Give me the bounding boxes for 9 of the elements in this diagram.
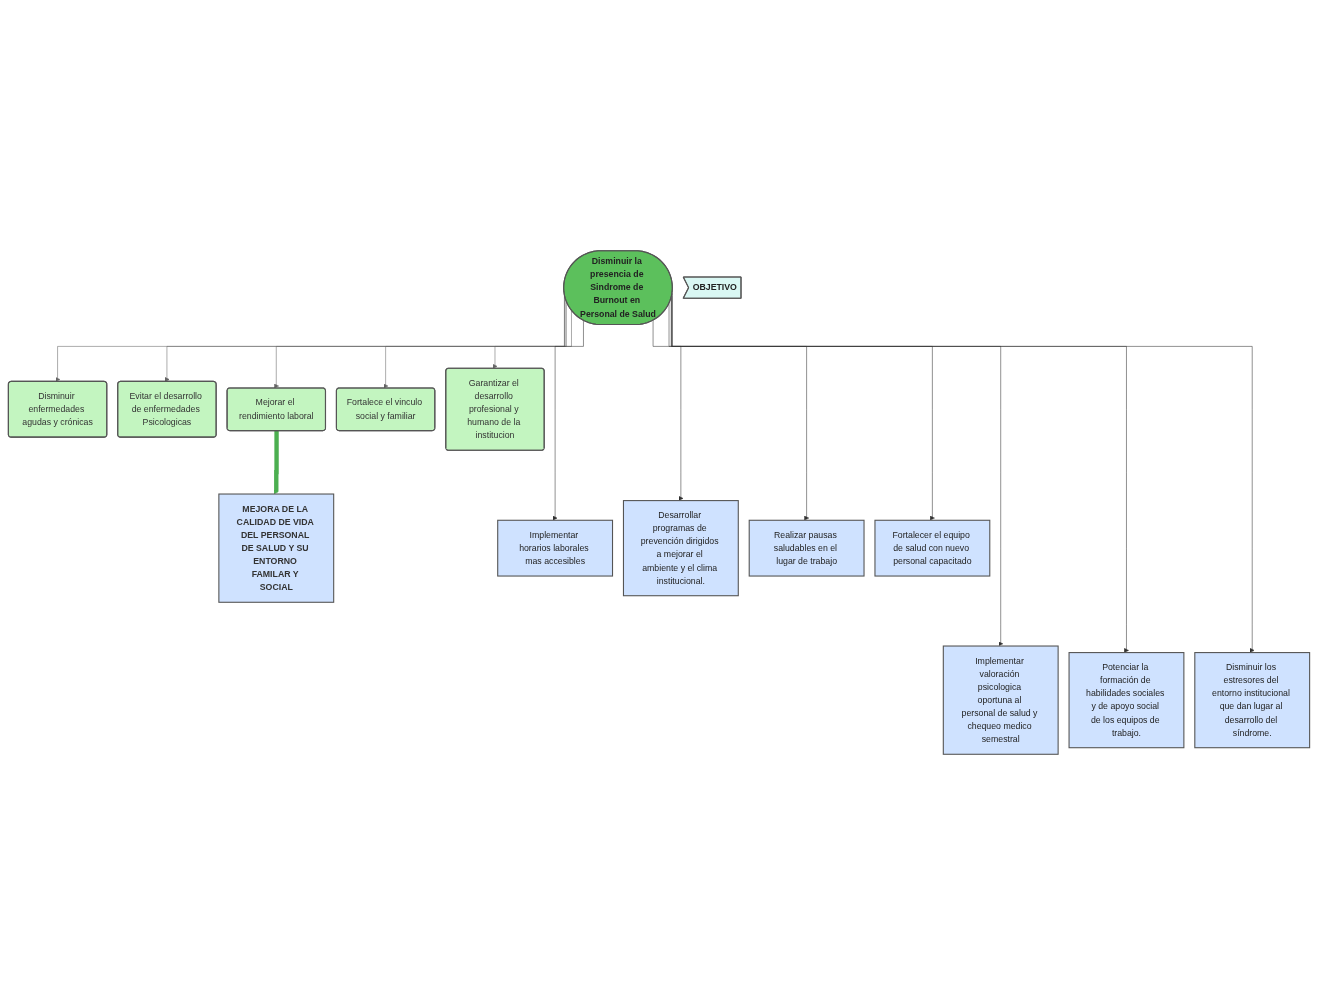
node-box: Implementar horarios laborales mas accesibles [497, 519, 614, 577]
node-box: Disminuir los estresores del entorno institucional que dan lugar al desarrollo del síndrome. [1194, 652, 1311, 749]
node-box: Potenciar la formación de habilidades sociales y de apoyo social de los equipos de trabajo. [1068, 652, 1185, 749]
arrow [273, 430, 279, 495]
node-box: MEJORA DE LA CALIDAD DE VIDA DEL PERSONAL DE SALUD Y SU ENTORNO FAMILAR Y SOCIAL [218, 493, 335, 603]
node-box: Desarrollar programas de prevención dirigidos a mejorar el ambiente y el clima institucional. [622, 500, 739, 597]
node-box: Realizar pausas saludables en el lugar de trabajo [748, 519, 865, 577]
node-box: Implementar valoración psicologica oportuna al personal de salud y chequeo medico semestral [942, 645, 1059, 755]
node-box: Fortalecer el equipo de salud con nuevo personal capacitado [874, 519, 991, 577]
